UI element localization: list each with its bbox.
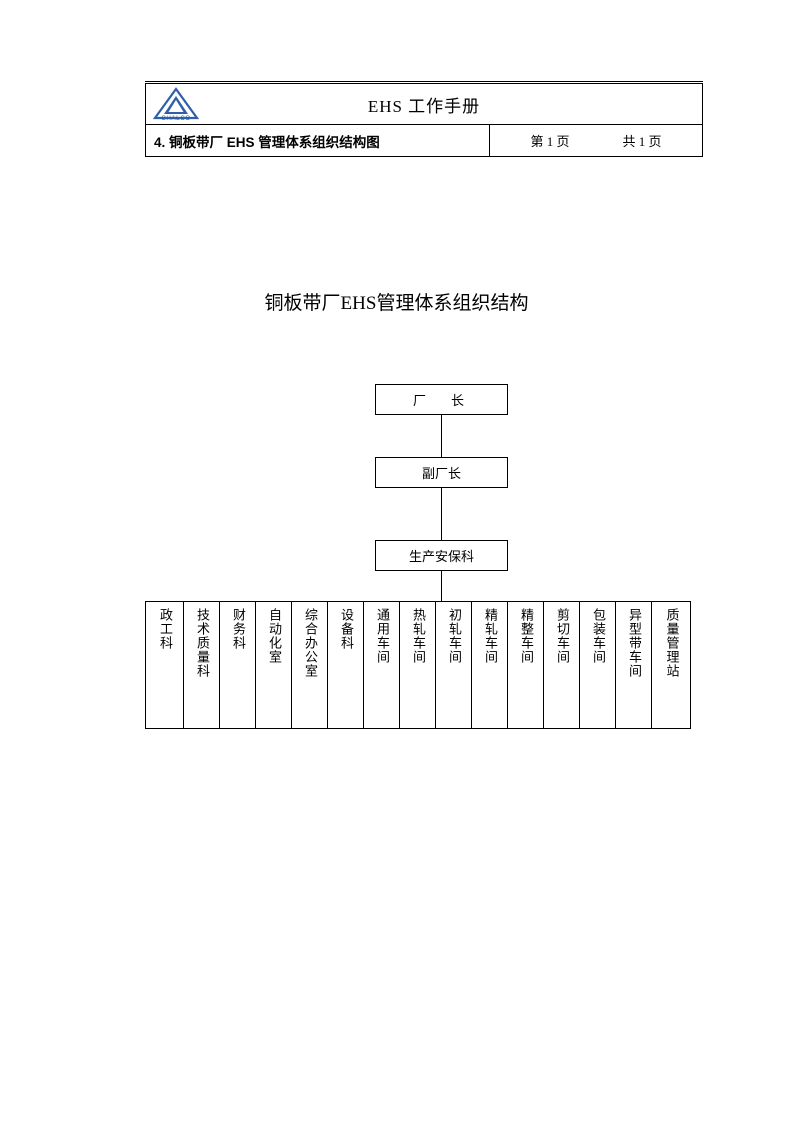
department-cell[interactable]: 精整车间 [508,602,544,728]
department-label: 精轧车间 [482,608,498,664]
document-header: CHALCO EHS 工作手册 4. 铜板带厂 EHS 管理体系组织结构图 第 … [145,81,703,157]
connector-director-vice [441,415,442,457]
header-title-row: CHALCO EHS 工作手册 [145,83,703,125]
department-row: 政工科 技术质量科 财务科 自动化室 综合办公室 设备科 通用车间 热轧车间 初轧车间 精轧车间 精… [145,601,691,729]
department-label: 初轧车间 [446,608,462,664]
page-current: 第 1 页 [530,134,570,149]
department-label: 质量管理站 [664,608,680,678]
department-label: 财务科 [230,608,246,650]
department-cell[interactable]: 初轧车间 [436,602,472,728]
department-label: 综合办公室 [302,608,318,678]
connector-vice-safety [441,488,442,540]
node-safety-dept[interactable]: 生产安保科 [375,540,508,571]
department-label: 热轧车间 [410,608,426,664]
department-label: 通用车间 [374,608,390,664]
department-label: 精整车间 [518,608,534,664]
svg-text:CHALCO: CHALCO [161,115,190,121]
node-vice-director[interactable]: 副厂长 [375,457,508,488]
department-cell[interactable]: 财务科 [220,602,256,728]
department-cell[interactable]: 异型带车间 [616,602,652,728]
header-subtitle-row: 4. 铜板带厂 EHS 管理体系组织结构图 第 1 页 共 1 页 [145,125,703,157]
department-cell[interactable]: 通用车间 [364,602,400,728]
department-cell[interactable]: 自动化室 [256,602,292,728]
department-label: 包装车间 [590,608,606,664]
department-cell[interactable]: 热轧车间 [400,602,436,728]
page-total: 共 1 页 [622,134,662,149]
department-label: 政工科 [157,608,173,650]
chalco-logo: CHALCO [146,84,206,124]
department-cell[interactable]: 包装车间 [580,602,616,728]
department-cell[interactable]: 综合办公室 [292,602,328,728]
department-label: 异型带车间 [626,608,642,678]
connector-safety-departments [441,571,442,601]
header-top-rule [145,81,703,82]
department-cell[interactable]: 精轧车间 [472,602,508,728]
department-label: 自动化室 [266,608,282,664]
department-label: 设备科 [338,608,354,650]
department-cell[interactable]: 剪切车间 [544,602,580,728]
department-cell[interactable]: 政工科 [146,602,184,728]
section-title: 4. 铜板带厂 EHS 管理体系组织结构图 [146,125,490,156]
chalco-logo-icon: CHALCO [153,87,199,121]
document-title: EHS 工作手册 [367,96,481,116]
chart-title: 铜板带厂EHS管理体系组织结构 [264,293,529,314]
department-cell[interactable]: 设备科 [328,602,364,728]
department-label: 剪切车间 [554,608,570,664]
department-cell[interactable]: 技术质量科 [184,602,220,728]
page-info: 第 1 页 共 1 页 [490,125,702,156]
node-director[interactable]: 厂 长 [375,384,508,415]
department-cell[interactable]: 质量管理站 [652,602,690,728]
department-label: 技术质量科 [194,608,210,678]
